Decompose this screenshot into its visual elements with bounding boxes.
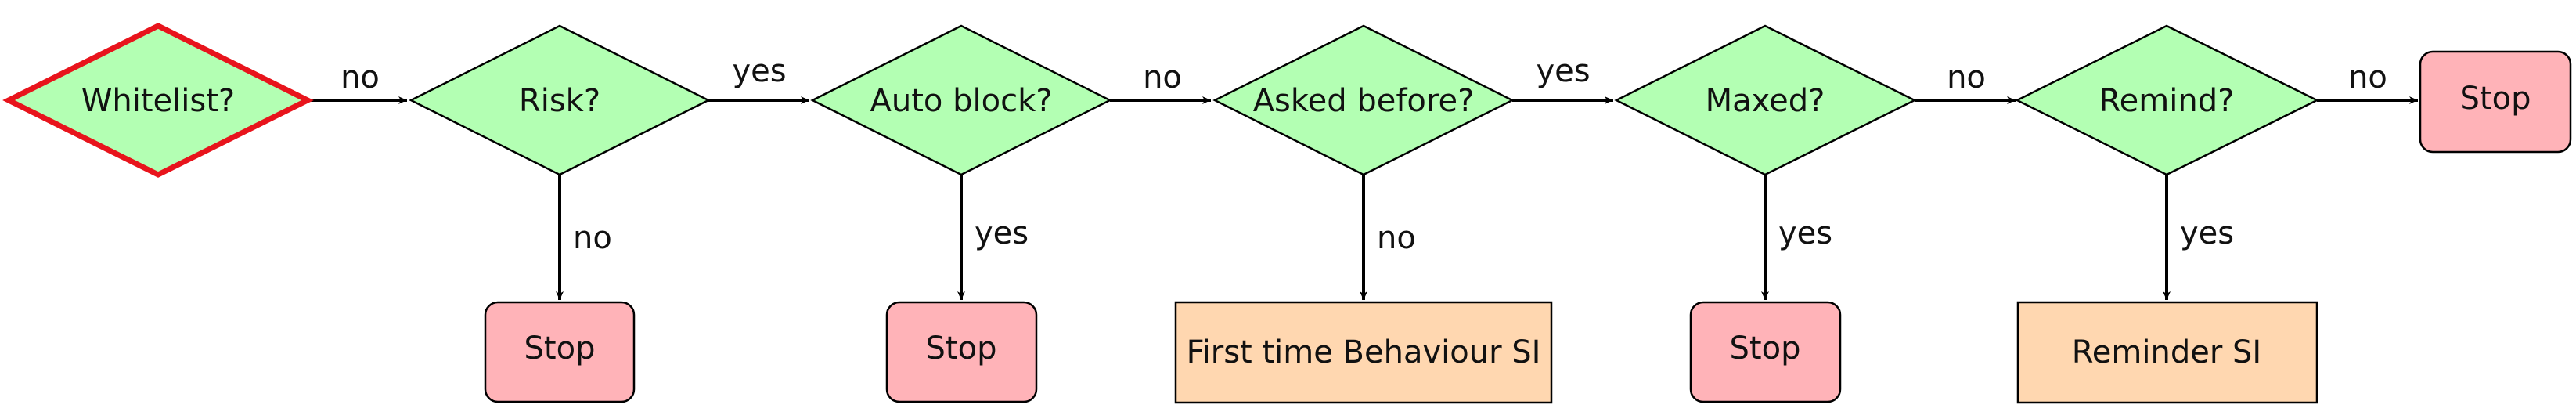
decision-risk-shape: [409, 24, 711, 176]
edge-label-maxed-remind: no: [1947, 60, 1986, 96]
stop-maxed-label: Stop: [1730, 331, 1801, 367]
decision-auto-block-shape: [810, 24, 1112, 176]
decision-asked-before: Asked before?: [1212, 24, 1515, 176]
stop-auto-block-shape: [885, 301, 1038, 403]
stop-risk-shape: [484, 301, 636, 403]
edge-label-risk-stop: no: [573, 220, 612, 256]
decision-remind-shape: [2015, 24, 2319, 176]
edge-labels: no yes no yes no no no yes no yes yes: [340, 53, 2387, 256]
result-nodes: Stop Stop Stop First time Behaviour SI S…: [484, 50, 2572, 404]
decision-remind-label: Remind?: [2099, 83, 2235, 119]
edge-label-remind-reminder: yes: [2180, 215, 2234, 251]
stop-risk-node: Stop: [484, 301, 636, 403]
reminder-shape: [2016, 301, 2318, 404]
edge-label-auto-block-stop: yes: [975, 215, 1029, 251]
stop-auto-block-node: Stop: [885, 301, 1038, 403]
decision-maxed-shape: [1614, 24, 1917, 176]
decision-whitelist: Whitelist?: [2, 23, 314, 178]
stop-maxed-shape: [1689, 301, 1842, 403]
first-time-label: First time Behaviour SI: [1187, 334, 1541, 370]
decision-maxed: Maxed?: [1614, 24, 1917, 176]
stop-risk-label: Stop: [524, 331, 596, 367]
edge-label-asked-before-first-time: no: [1377, 220, 1416, 256]
first-time-node: First time Behaviour SI: [1174, 301, 1553, 404]
edges-down: [556, 175, 2171, 300]
edge-label-remind-stop-end: no: [2348, 60, 2387, 96]
decision-risk-label: Risk?: [519, 83, 600, 119]
decision-auto-block-label: Auto block?: [870, 83, 1053, 119]
decision-whitelist-label: Whitelist?: [81, 83, 235, 119]
edge-label-asked-before-maxed: yes: [1536, 53, 1590, 89]
edge-label-auto-block-asked-before: no: [1143, 60, 1182, 96]
stop-end-shape: [2419, 50, 2572, 154]
decision-asked-before-label: Asked before?: [1253, 83, 1475, 119]
stop-maxed-node: Stop: [1689, 301, 1842, 403]
decision-asked-before-shape: [1212, 24, 1515, 176]
edge-label-maxed-stop: yes: [1778, 215, 1832, 251]
edge-label-whitelist-risk: no: [340, 60, 380, 96]
stop-auto-block-label: Stop: [926, 331, 997, 367]
reminder-label: Reminder SI: [2072, 334, 2261, 370]
decision-whitelist-shape: [2, 23, 314, 178]
reminder-node: Reminder SI: [2016, 301, 2318, 404]
decision-auto-block: Auto block?: [810, 24, 1112, 176]
decision-risk: Risk?: [409, 24, 711, 176]
decision-maxed-label: Maxed?: [1706, 83, 1825, 119]
decision-nodes: Whitelist? Risk? Auto block? Asked befor…: [2, 23, 2319, 178]
stop-end-node: Stop: [2419, 50, 2572, 154]
edge-label-risk-auto-block: yes: [732, 53, 786, 89]
decision-remind: Remind?: [2015, 24, 2319, 176]
first-time-shape: [1174, 301, 1553, 404]
stop-end-label: Stop: [2460, 81, 2531, 117]
